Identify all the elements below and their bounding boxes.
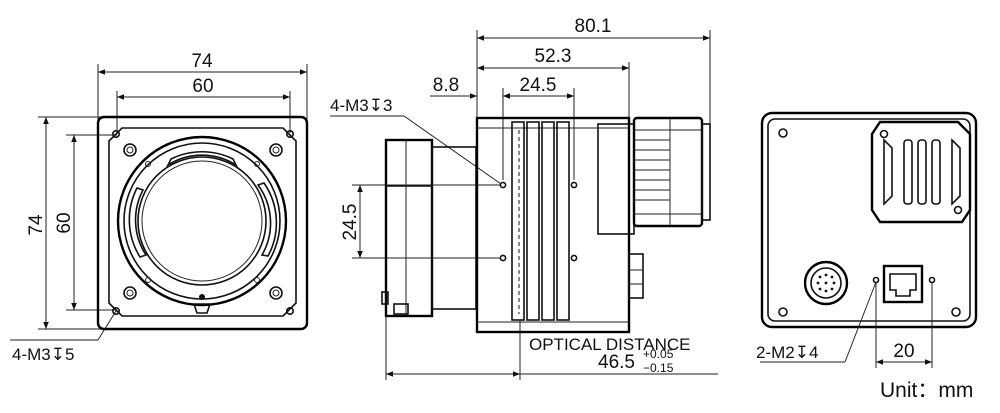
side-hole-callout: 4-M3↧3 — [330, 96, 392, 115]
front-width-outer: 74 — [191, 51, 213, 72]
optical-distance-tol-minus: −0.15 — [643, 361, 674, 375]
side-total-length: 80.1 — [575, 16, 612, 37]
front-height-outer: 74 — [26, 214, 47, 236]
side-hole-spacing-v: 24.5 — [340, 204, 361, 241]
side-hole-spacing-h: 24.5 — [520, 75, 557, 96]
front-height-holes: 60 — [54, 212, 75, 233]
unit-label: Unit：mm — [880, 379, 973, 402]
optical-distance-label: OPTICAL DISTANCE — [529, 335, 691, 354]
optical-distance-tol-plus: +0.05 — [643, 347, 674, 361]
front-width-holes: 60 — [192, 76, 213, 97]
rear-hole-callout: 2-M2↧4 — [756, 343, 818, 362]
optical-distance-value: 46.5 — [598, 352, 635, 373]
side-view: 80.1 52.3 8.8 24.5 24.5 4-M3↧3 — [330, 16, 718, 380]
rear-hole-spacing: 20 — [893, 341, 914, 362]
side-offset: 8.8 — [433, 75, 459, 96]
front-hole-callout: 4-M3↧5 — [12, 345, 74, 364]
front-view: 74 60 74 60 — [10, 51, 309, 364]
side-body-length: 52.3 — [535, 46, 572, 67]
rear-view: 20 2-M2↧4 — [756, 111, 978, 368]
